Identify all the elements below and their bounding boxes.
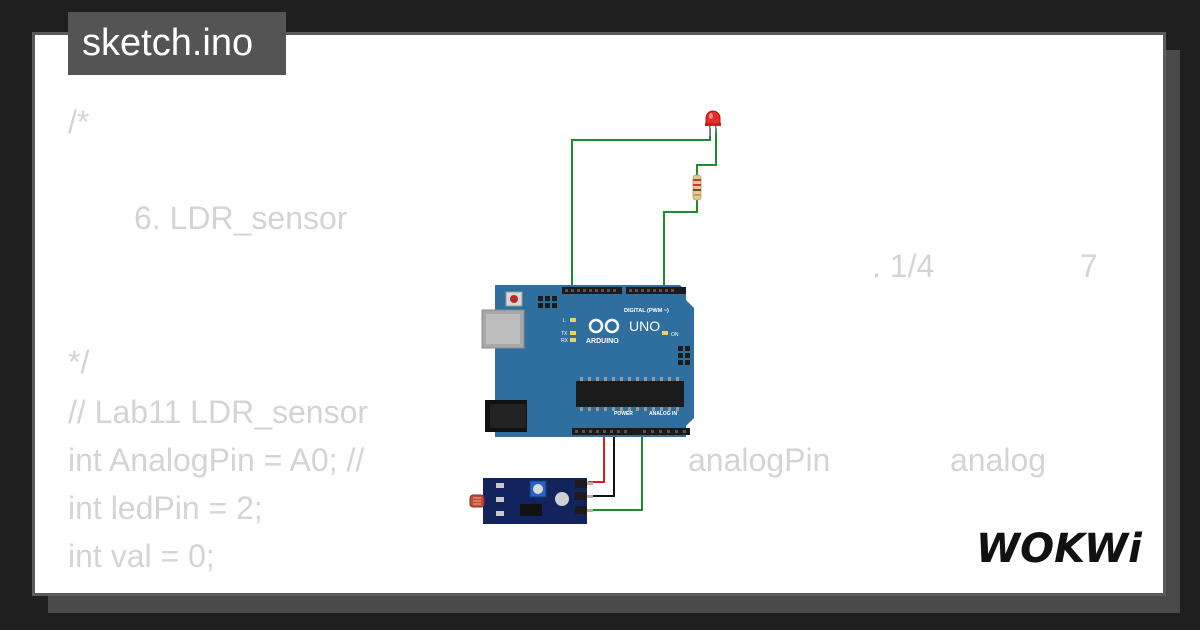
led-cathode-wire [696,128,717,175]
wokwi-logo: WOKWi [976,526,1143,572]
sensor-vcc-wire [588,428,605,483]
code-line-3b: 7 [1080,248,1098,284]
resistor-wire [663,200,698,290]
board-model: UNO [629,318,660,334]
analog-header [640,428,690,435]
atmega-chip [576,381,684,407]
code-line-1: /* [68,104,90,140]
code-line-4: */ [68,344,90,380]
label-tx: TX [561,331,568,337]
label-rx: RX [561,338,569,344]
arduino-logo-icon [588,318,620,334]
wokwi-logo-text: WOKWi [976,526,1143,572]
label-l: L [563,318,566,324]
led-anode-wire [571,128,711,290]
sensor-ao-wire [588,428,643,511]
code-line-8: int val = 0; [68,538,215,574]
power-header [572,428,644,435]
code-line-3a: . 1/4 [872,248,935,284]
code-line-7: int ledPin = 2; [68,490,263,526]
ldr-sensor-module[interactable] [469,478,593,524]
sensor-gnd-wire [588,428,615,497]
file-tab[interactable]: sketch.ino [68,12,286,75]
analog-header-label: ANALOG IN [649,411,677,417]
board-brand: ARDUINO [586,338,619,345]
code-line-6b: analogPin [688,442,831,478]
power-header-label: POWER [614,411,633,417]
label-on: ON [671,332,679,338]
code-line-2: 6. LDR_sensor [134,200,348,236]
resistor[interactable] [692,174,702,201]
digital-header-label: DIGITAL (PWM ~) [624,308,669,314]
photoresistor-icon [469,494,485,508]
code-line-6c: analog [950,442,1047,478]
arduino-uno-board[interactable]: DIGITAL (PWM ~) L TX RX UNO ARDUINO ON [481,285,694,437]
code-line-6a: int AnalogPin = A0; // [68,442,365,478]
led[interactable] [705,110,721,136]
code-line-5: // Lab11 LDR_sensor [68,394,369,430]
wires [571,128,717,511]
